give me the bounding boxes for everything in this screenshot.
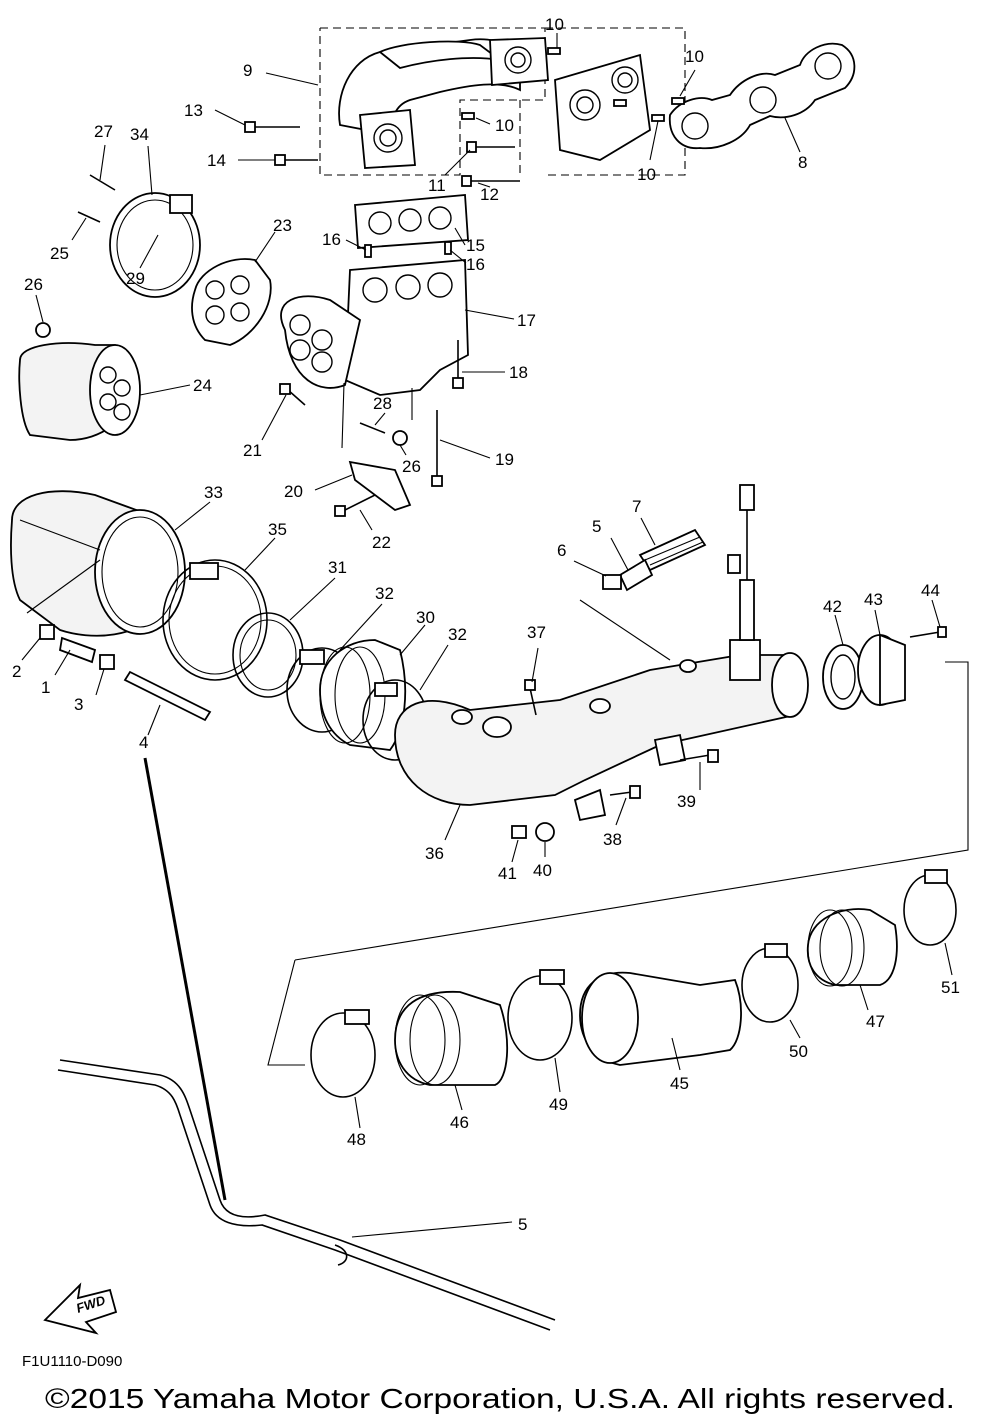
callout-23: 23 [273,216,292,235]
sensor-assembly [727,484,755,641]
callout-6: 6 [557,541,566,560]
callout-15: 15 [466,236,485,255]
callout-42: 42 [823,597,842,616]
callout-39: 39 [677,792,696,811]
gasket-part-15 [354,194,469,249]
callout-19: 19 [495,450,514,469]
callout-16-a: 16 [322,230,341,249]
callout-40: 40 [533,861,552,880]
callout-18: 18 [509,363,528,382]
callout-46: 46 [450,1113,469,1132]
clamp-part-51 [903,869,957,946]
clip-part-6 [602,574,622,590]
callout-12: 12 [480,185,499,204]
exhaust-manifold [338,37,651,169]
callout-21: 21 [243,441,262,460]
waterlock-part-33 [10,490,186,637]
clamp-part-48 [310,1009,376,1098]
callout-10-a: 10 [545,15,564,34]
callout-27: 27 [94,122,113,141]
drawing-code: F1U1110-D090 [22,1353,122,1370]
callout-29: 29 [126,269,145,288]
callout-10-d: 10 [637,165,656,184]
callout-31: 31 [328,558,347,577]
callout-22: 22 [372,533,391,552]
callout-5-upper: 5 [592,517,601,536]
ring-part-31 [232,612,304,698]
gasket-part-8 [668,42,856,150]
callout-32-a: 32 [375,584,394,603]
callout-9: 9 [243,61,252,80]
callout-51: 51 [941,978,960,997]
callout-36: 36 [425,844,444,863]
callout-49: 49 [549,1095,568,1114]
callout-2: 2 [12,662,21,681]
hose-part-5-upper [618,558,654,592]
callout-10-b: 10 [685,47,704,66]
callout-16-b: 16 [466,255,485,274]
clamp-part-49 [507,969,573,1061]
hose-part-5-lower [57,1059,556,1331]
callout-28: 28 [373,394,392,413]
hose-part-47 [806,908,898,987]
callout-43: 43 [864,590,883,609]
callout-48: 48 [347,1130,366,1149]
callout-37: 37 [527,623,546,642]
pipe-part-45 [579,971,742,1066]
clamp-part-35 [162,559,268,681]
callout-5-lower: 5 [518,1215,527,1234]
callout-50: 50 [789,1042,808,1061]
band-part-34 [109,192,201,298]
callout-26-a: 26 [24,275,43,294]
gasket-part-23 [191,258,272,346]
callout-10-c: 10 [495,116,514,135]
callout-38: 38 [603,830,622,849]
callout-17: 17 [517,311,536,330]
callout-47: 47 [866,1012,885,1031]
callout-25: 25 [50,244,69,263]
callout-8: 8 [798,153,807,172]
small-fasteners [39,47,719,842]
callout-24: 24 [193,376,212,395]
clamp-part-50 [741,943,799,1023]
exhaust-pipe-part-36 [394,639,809,822]
callout-14: 14 [207,151,226,170]
callout-33: 33 [204,483,223,502]
flange-part-43 [857,633,906,707]
callout-13: 13 [184,101,203,120]
gasket-part-42 [822,644,864,710]
exhaust-elbow-part-17 [280,259,469,396]
hose-part-46 [394,990,509,1086]
callout-20: 20 [284,482,303,501]
callout-3: 3 [74,695,83,714]
callout-11: 11 [428,176,446,195]
callout-26-b: 26 [402,457,421,476]
callout-35: 35 [268,520,287,539]
callout-45: 45 [670,1074,689,1093]
callout-44: 44 [921,581,940,600]
bolt-part-44 [909,626,947,638]
callout-labels: 1 2 3 4 5 5 6 7 8 9 10 10 10 10 10 11 12… [12,15,960,1234]
callout-4: 4 [139,733,148,752]
copyright-notice: ©2015 Yamaha Motor Corporation, U.S.A. A… [45,1383,955,1414]
callout-34: 34 [130,125,149,144]
leader-lines [19,33,969,1238]
callout-41: 41 [498,864,517,883]
callout-1: 1 [41,678,50,697]
callout-7: 7 [632,497,641,516]
callout-30: 30 [416,608,435,627]
muffler-part-24 [18,322,141,441]
callout-32-b: 32 [448,625,467,644]
fwd-arrow-icon: FWD [43,1282,118,1335]
